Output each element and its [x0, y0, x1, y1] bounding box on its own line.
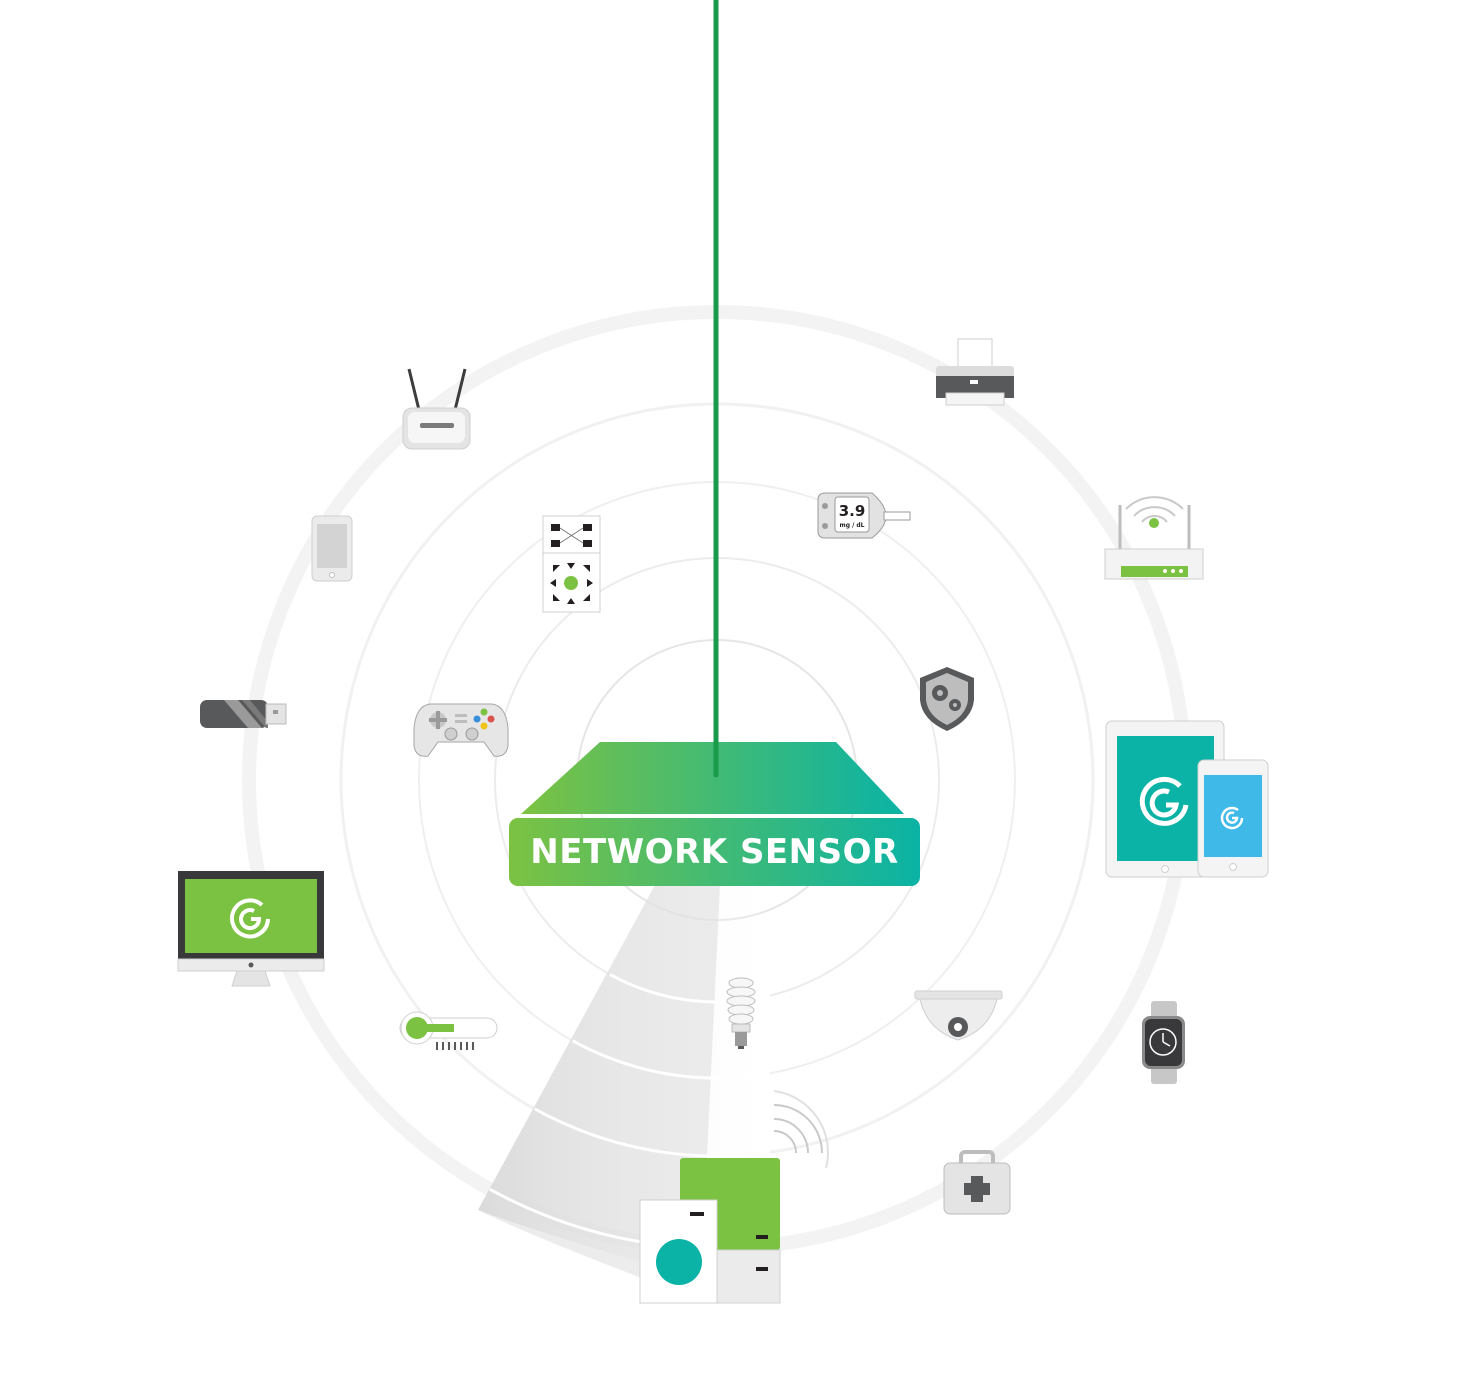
usb-drive-icon	[200, 700, 287, 728]
thermostat-icon	[399, 1011, 498, 1050]
security-shield-icon	[920, 667, 974, 731]
network-sensor-label: NETWORK SENSOR	[530, 832, 899, 872]
security-camera-icon	[914, 990, 1003, 1041]
glucose-unit: mg / dL	[839, 522, 864, 529]
tablet-phone-icon	[1105, 720, 1269, 878]
light-bulb-icon	[726, 977, 756, 1049]
printer-icon	[936, 338, 1014, 406]
network-topology-icon	[542, 515, 601, 613]
smartphone-icon	[311, 515, 353, 582]
wifi-router-icon	[1104, 496, 1204, 580]
desktop-monitor-icon	[177, 871, 325, 987]
glucose-meter-icon: 3.9 mg / dL	[817, 492, 911, 539]
game-controller-icon	[413, 703, 509, 757]
washer-dryer-icon	[639, 1090, 829, 1304]
wireless-router-icon	[402, 368, 471, 450]
smartwatch-icon	[1142, 1001, 1185, 1084]
network-sensor	[509, 739, 920, 886]
glucose-reading: 3.9	[839, 502, 866, 520]
first-aid-kit-icon	[943, 1150, 1011, 1215]
